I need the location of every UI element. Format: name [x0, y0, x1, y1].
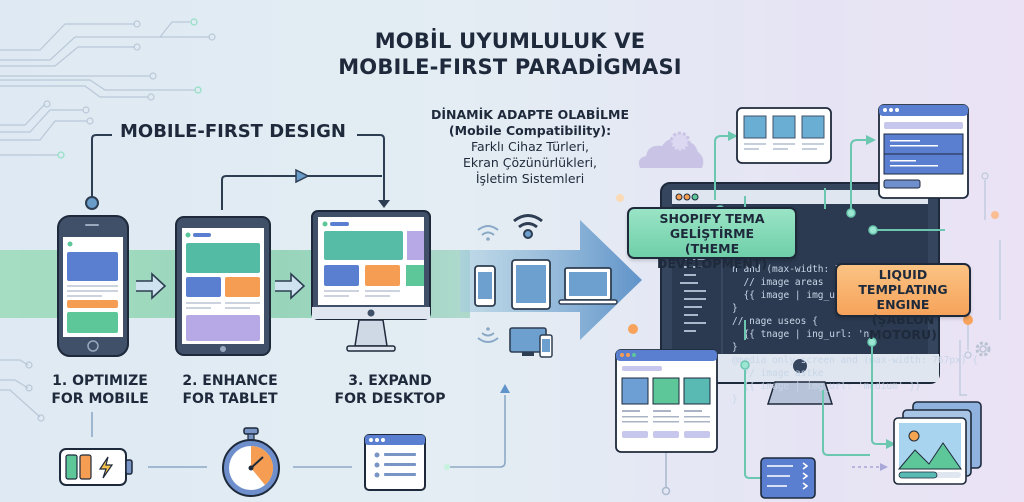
code-line: {{ tnage | ing_url: 'n [732, 329, 870, 340]
step-1-subtitle: FOR MOBILE [51, 391, 149, 407]
code-line: // image areas [732, 277, 824, 288]
smartphone-icon [57, 215, 129, 357]
laptop-small-icon [558, 267, 618, 305]
code-line: @media only screen and (max-width: 767px… [732, 355, 978, 366]
step-2-label: 2. ENHANCE FOR TABLET [170, 372, 290, 408]
code-line: // image astke [732, 368, 824, 379]
image-gallery-icon [893, 401, 982, 485]
code-line: } [732, 303, 738, 314]
code-line: } [732, 342, 738, 353]
shopify-tag-line-2: GELİŞTİRME [669, 226, 755, 241]
mobile-first-design-label: MOBILE-FIRST DESIGN [120, 121, 346, 142]
wireframe-form-window [878, 104, 969, 199]
step-2-subtitle: FOR TABLET [182, 391, 278, 407]
menu-list-icon [760, 457, 816, 499]
dynamic-adapt-item: Ekran Çözünürlükleri, [462, 155, 598, 170]
code-line: // nage useos { [732, 316, 818, 327]
liquid-tag-line-3: (ŞABLON MOTORU) [869, 312, 937, 342]
dynamic-adapt-heading: DİNAMİK ADAPTE OLABİLME [431, 107, 629, 122]
step-3-label: 3. EXPAND FOR DESKTOP [325, 372, 455, 408]
step-2-title: 2. ENHANCE [182, 373, 278, 389]
page-title: MOBİL UYUMLULUK VE MOBILE-FIRST PARADİGM… [300, 28, 720, 80]
tablet-icon [175, 216, 271, 356]
step-3-subtitle: FOR DESKTOP [334, 391, 446, 407]
phone-small-icon [474, 265, 496, 307]
tablet-small-icon [511, 259, 551, 310]
desktop-phone-small-icon [509, 327, 553, 358]
step-1-label: 1. OPTIMIZE FOR MOBILE [40, 372, 160, 408]
title-line-2: MOBILE-FIRST PARADİGMASI [338, 55, 682, 79]
cloud-gear-icon [638, 131, 704, 168]
code-line: {{ image | img_url: 'medium' }} [732, 381, 921, 392]
stopwatch-icon [222, 427, 280, 497]
shopify-tag-line-1: SHOPIFY TEMA [659, 211, 765, 226]
wireframe-product-page [615, 349, 718, 453]
device-cluster [474, 214, 618, 358]
dynamic-adapt-text: DİNAMİK ADAPTE OLABİLME (Mobile Compatib… [422, 107, 638, 187]
gear-icon [975, 341, 991, 357]
title-line-1: MOBİL UYUMLULUK VE [374, 29, 646, 53]
desktop-icon [311, 210, 431, 352]
big-flow-arrow [460, 220, 642, 340]
wireframe-card-grid [736, 107, 832, 164]
shopify-tag-line-3: (THEME DEVELOPMENT) [656, 241, 768, 271]
battery-icon [59, 448, 133, 486]
dynamic-adapt-item: İşletim Sistemleri [475, 171, 585, 186]
liquid-templating-tag: LIQUID TEMPLATING ENGINE (ŞABLON MOTORU) [835, 263, 971, 342]
browser-list-icon [364, 434, 426, 491]
step-3-title: 3. EXPAND [348, 373, 432, 389]
dynamic-adapt-subheading: (Mobile Compatibility): [448, 123, 612, 138]
dynamic-adapt-item: Farklı Cihaz Türleri, [470, 139, 590, 154]
code-line: } [732, 394, 738, 405]
liquid-tag-line-2: ENGINE [876, 297, 930, 312]
step-1-title: 1. OPTIMIZE [52, 373, 148, 389]
shopify-theme-tag: SHOPIFY TEMA GELİŞTİRME (THEME DEVELOPME… [627, 207, 797, 271]
liquid-tag-line-1: LIQUID TEMPLATING [858, 267, 948, 297]
